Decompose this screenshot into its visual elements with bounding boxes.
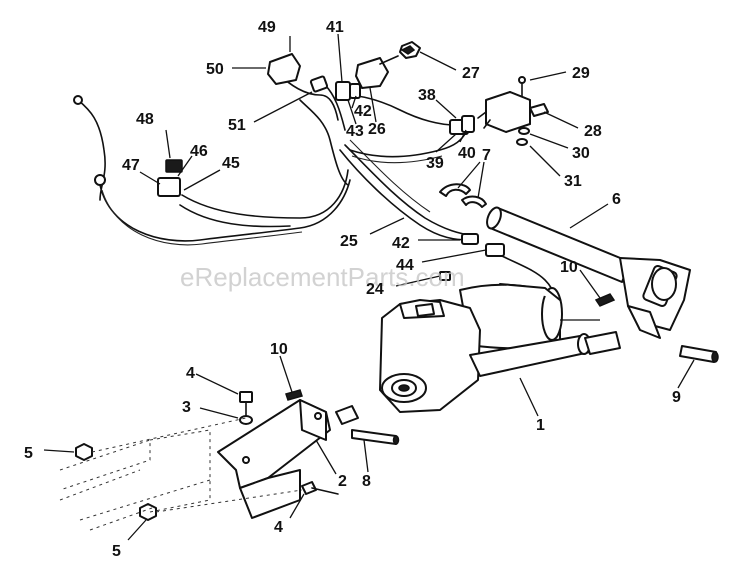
callout-4-upper: 4 bbox=[186, 365, 195, 382]
callout-10-left: 10 bbox=[270, 341, 288, 358]
callout-24: 24 bbox=[366, 281, 384, 298]
callout-4-lower: 4 bbox=[274, 519, 283, 536]
callout-3: 3 bbox=[182, 399, 191, 416]
callout-44: 44 bbox=[396, 257, 414, 274]
callout-42-upper: 42 bbox=[354, 103, 372, 120]
callout-30: 30 bbox=[572, 145, 590, 162]
callout-38: 38 bbox=[418, 87, 436, 104]
callout-25: 25 bbox=[340, 233, 358, 250]
callout-6: 6 bbox=[612, 191, 621, 208]
callout-51: 51 bbox=[228, 117, 246, 134]
callout-45: 45 bbox=[222, 155, 240, 172]
callout-9: 9 bbox=[672, 389, 681, 406]
callout-41: 41 bbox=[326, 19, 344, 36]
callout-47: 47 bbox=[122, 157, 140, 174]
leader-lines bbox=[43, 33, 695, 541]
callout-5-upper: 5 bbox=[24, 445, 33, 462]
callout-29: 29 bbox=[572, 65, 590, 82]
callout-28: 28 bbox=[584, 123, 602, 140]
callout-labels: 49 50 41 27 29 42 43 26 51 38 28 30 31 4… bbox=[24, 19, 681, 560]
motor-assembly bbox=[379, 283, 621, 413]
watermark: eReplacementParts.com bbox=[180, 262, 465, 292]
callout-43: 43 bbox=[346, 123, 364, 140]
mounting-bracket bbox=[59, 389, 400, 531]
callout-50: 50 bbox=[206, 61, 224, 78]
actuator-tube bbox=[486, 206, 719, 363]
callout-5-lower: 5 bbox=[112, 543, 121, 560]
callout-31: 31 bbox=[564, 173, 582, 190]
callout-49: 49 bbox=[258, 19, 276, 36]
callout-42-lower: 42 bbox=[392, 235, 410, 252]
wiring-harness bbox=[73, 41, 558, 321]
callout-2: 2 bbox=[338, 473, 347, 490]
callout-40: 40 bbox=[458, 145, 476, 162]
callout-48: 48 bbox=[136, 111, 154, 128]
callout-39: 39 bbox=[426, 155, 444, 172]
callout-1: 1 bbox=[536, 417, 545, 434]
callout-8: 8 bbox=[362, 473, 371, 490]
callout-10-right: 10 bbox=[560, 259, 578, 276]
callout-7: 7 bbox=[482, 147, 491, 164]
callout-26: 26 bbox=[368, 121, 386, 138]
callout-46: 46 bbox=[190, 143, 208, 160]
callout-27: 27 bbox=[462, 65, 480, 82]
